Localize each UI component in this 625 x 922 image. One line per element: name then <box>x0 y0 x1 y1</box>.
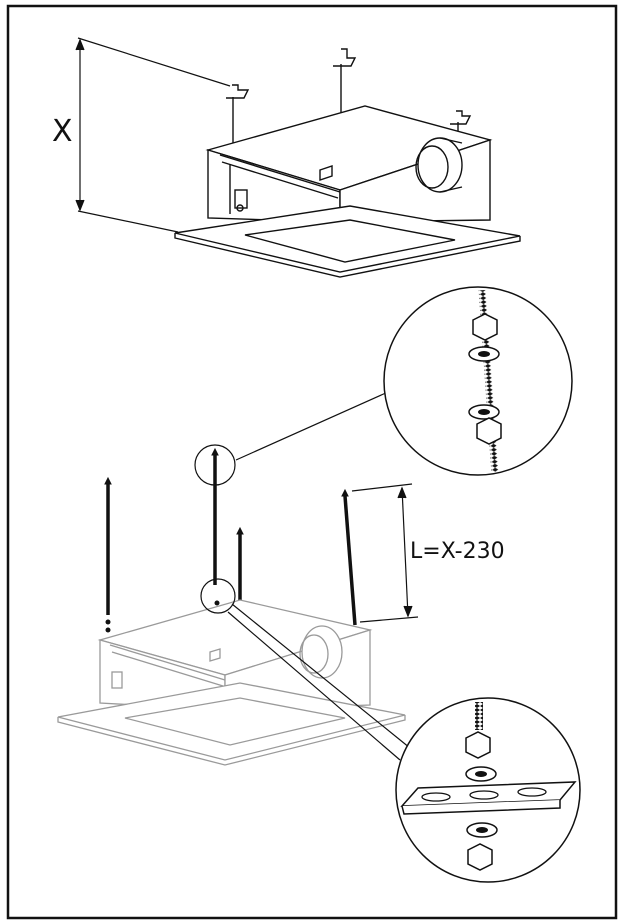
rod-joint-detail <box>194 286 573 486</box>
rod-length-dimension <box>351 483 419 623</box>
page-border <box>6 4 618 920</box>
bracket-mount-detail <box>200 578 581 883</box>
unit-ghost-illustration <box>57 599 406 766</box>
height-dimension <box>75 37 231 233</box>
height-dimension-label: X <box>52 114 73 149</box>
mounted-unit-illustration <box>174 48 521 278</box>
rod-length-label: L=X-230 <box>410 539 505 564</box>
